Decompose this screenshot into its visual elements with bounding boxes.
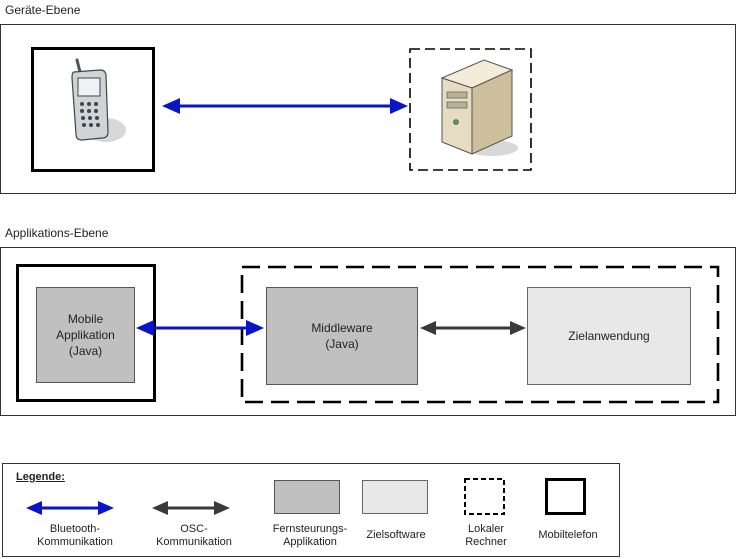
bluetooth-arrow-device [162,98,408,114]
target-app-box: Zielanwendung [527,287,691,385]
legend-target-software-swatch [362,480,428,514]
legend-mobile-phone-label: Mobiltelefon [538,529,598,541]
osc-arrow-application [420,321,526,335]
legend-osc-arrow [152,501,230,515]
legend-remote-app-swatch [274,480,340,514]
legend-osc-label: OSC- Kommunikation [156,523,232,548]
application-level-title: Applikations-Ebene [5,226,109,240]
device-level-panel [0,24,736,194]
server-computer-icon [440,59,518,156]
mobile-phone-box [31,47,155,172]
local-computer-box [409,48,532,171]
legend-local-computer-swatch [464,478,505,515]
legend-mobile-phone-swatch [545,478,586,515]
legend-title: Legende: [16,471,65,483]
legend-bluetooth-arrow [26,501,114,515]
middleware-box: Middleware (Java) [266,287,418,385]
legend-bluetooth-label: Bluetooth- Kommunikation [37,523,113,548]
mobile-phone-icon [71,58,126,142]
legend-local-computer-label: Lokaler Rechner [465,523,507,548]
mobile-app-box: Mobile Applikation (Java) [36,287,135,383]
bluetooth-arrow-application [136,320,264,336]
mobile-phone-container [16,264,156,402]
legend-remote-app-label: Fernsteurungs- Applikation [272,523,348,548]
local-computer-container [240,265,720,404]
legend-target-software-label: Zielsoftware [366,529,426,541]
device-level-title: Geräte-Ebene [5,3,81,17]
